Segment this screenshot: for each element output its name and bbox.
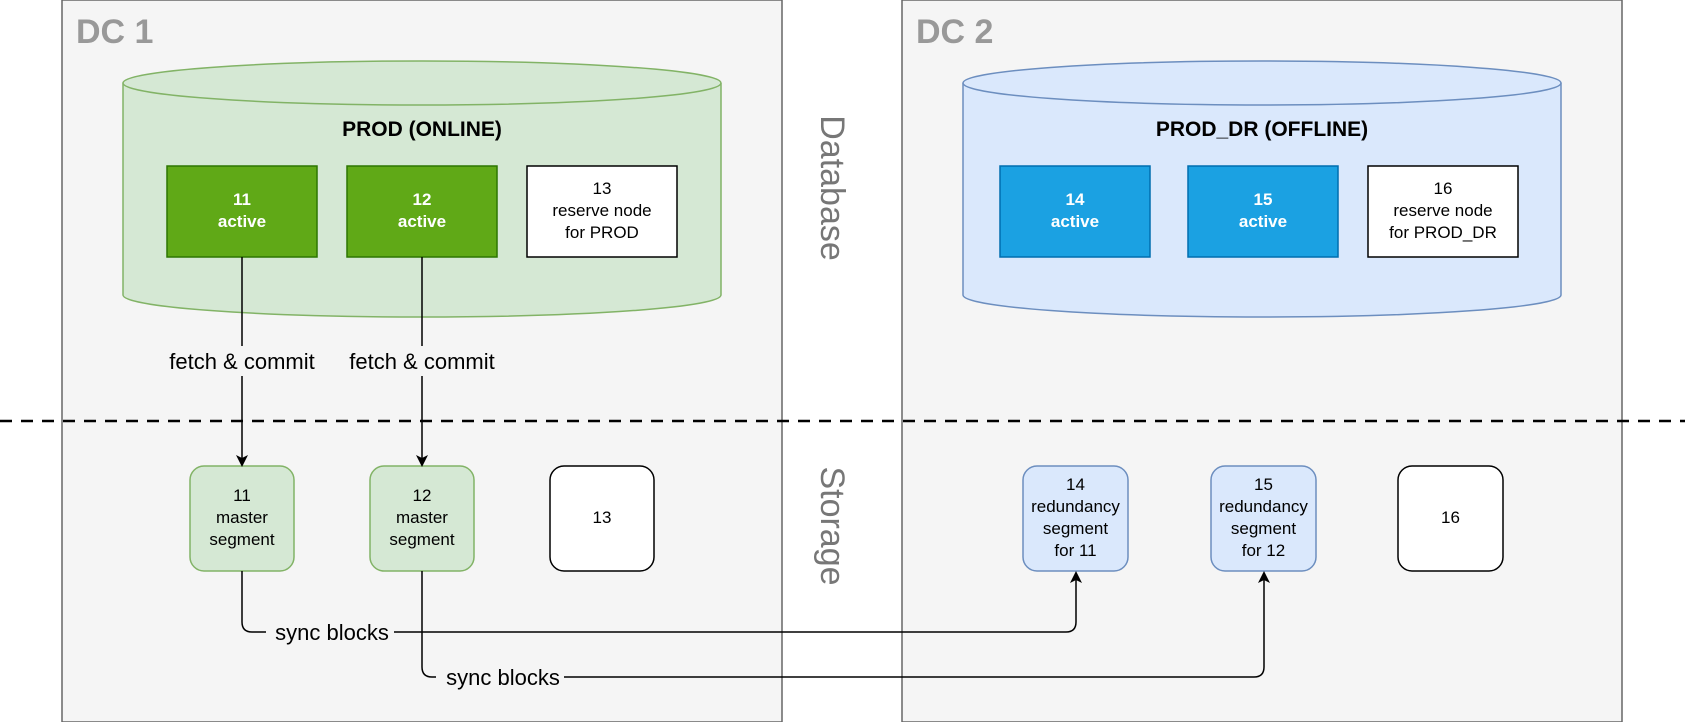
edge-label-fetch-commit-2: fetch & commit [349, 349, 494, 374]
edge-label-fetch-commit-1: fetch & commit [169, 349, 314, 374]
storage-segment-14-line-0: 14 [1066, 475, 1085, 494]
db-node-14-line-0: 14 [1066, 190, 1085, 209]
db-node-13[interactable]: 13 reserve node for PROD [526, 165, 678, 258]
db-node-12-line-0: 12 [413, 190, 432, 209]
db-node-15-line-1: active [1239, 212, 1287, 231]
layer-label-database: Database [813, 115, 851, 261]
storage-segment-14-line-3: for 11 [1054, 541, 1096, 560]
storage-segment-14[interactable]: 14 redundancy segment for 11 [1022, 465, 1129, 572]
storage-segment-12-line-0: 12 [413, 486, 432, 505]
dc2-title: DC 2 [916, 13, 993, 51]
storage-segment-14-line-1: redundancy [1031, 497, 1120, 516]
db-node-13-line-2: for PROD [565, 223, 639, 242]
edge-fetch-commit-12[interactable]: fetch & commit [344, 257, 500, 467]
db-node-16[interactable]: 16 reserve node for PROD_DR [1367, 165, 1519, 258]
db-node-15[interactable]: 15 active [1187, 165, 1339, 258]
db-node-11-line-0: 11 [233, 190, 251, 209]
db-node-15-line-0: 15 [1254, 190, 1273, 209]
storage-segment-12-line-1: master [396, 508, 448, 527]
storage-segment-15-line-3: for 12 [1242, 541, 1285, 560]
storage-segment-15[interactable]: 15 redundancy segment for 12 [1210, 465, 1317, 572]
dc1-title: DC 1 [76, 13, 153, 51]
db-node-14[interactable]: 14 active [999, 165, 1151, 258]
db-node-16-line-2: for PROD_DR [1389, 223, 1497, 242]
db-node-14-line-1: active [1051, 212, 1099, 231]
storage-segments: 11 master segment 12 master segment 13 14 redund… [189, 465, 1504, 572]
storage-segment-11-line-2: segment [209, 530, 274, 549]
edge-label-sync-blocks-1: sync blocks [275, 620, 389, 645]
layer-label-storage: Storage [813, 466, 851, 585]
db-node-11[interactable]: 11 active [166, 165, 318, 258]
storage-segment-12-line-2: segment [389, 530, 454, 549]
db-node-16-line-0: 16 [1434, 179, 1453, 198]
db-node-13-line-0: 13 [593, 179, 612, 198]
db-node-12-line-1: active [398, 212, 446, 231]
storage-segment-16[interactable]: 16 [1397, 465, 1504, 572]
db-node-16-line-1: reserve node [1393, 201, 1492, 220]
db-node-13-line-1: reserve node [552, 201, 651, 220]
storage-segment-11-line-0: 11 [233, 486, 251, 505]
edge-fetch-commit-11[interactable]: fetch & commit [164, 257, 320, 467]
storage-segment-13[interactable]: 13 [549, 465, 655, 572]
edge-label-sync-blocks-2: sync blocks [446, 665, 560, 690]
database-title-prod-dr: PROD_DR (OFFLINE) [1156, 118, 1368, 141]
storage-segment-11-line-1: master [216, 508, 268, 527]
storage-segment-15-line-1: redundancy [1219, 497, 1308, 516]
edge-sync-blocks-12-15[interactable]: sync blocks [421, 571, 1270, 692]
db-node-11-line-1: active [218, 212, 266, 231]
edge-sync-blocks-11-14[interactable]: sync blocks [241, 571, 1082, 647]
storage-segment-13-line-0: 13 [593, 508, 612, 527]
storage-segment-14-line-2: segment [1043, 519, 1108, 538]
database-nodes: 11 active 12 active 13 reserve node for PROD 14… [166, 165, 1519, 258]
storage-segment-16-line-0: 16 [1441, 508, 1460, 527]
storage-segment-12[interactable]: 12 master segment [369, 465, 475, 572]
storage-segment-11[interactable]: 11 master segment [189, 465, 295, 572]
db-node-12[interactable]: 12 active [346, 165, 498, 258]
storage-segment-15-line-2: segment [1231, 519, 1296, 538]
database-title-prod: PROD (ONLINE) [342, 118, 502, 141]
storage-segment-15-line-0: 15 [1254, 475, 1273, 494]
